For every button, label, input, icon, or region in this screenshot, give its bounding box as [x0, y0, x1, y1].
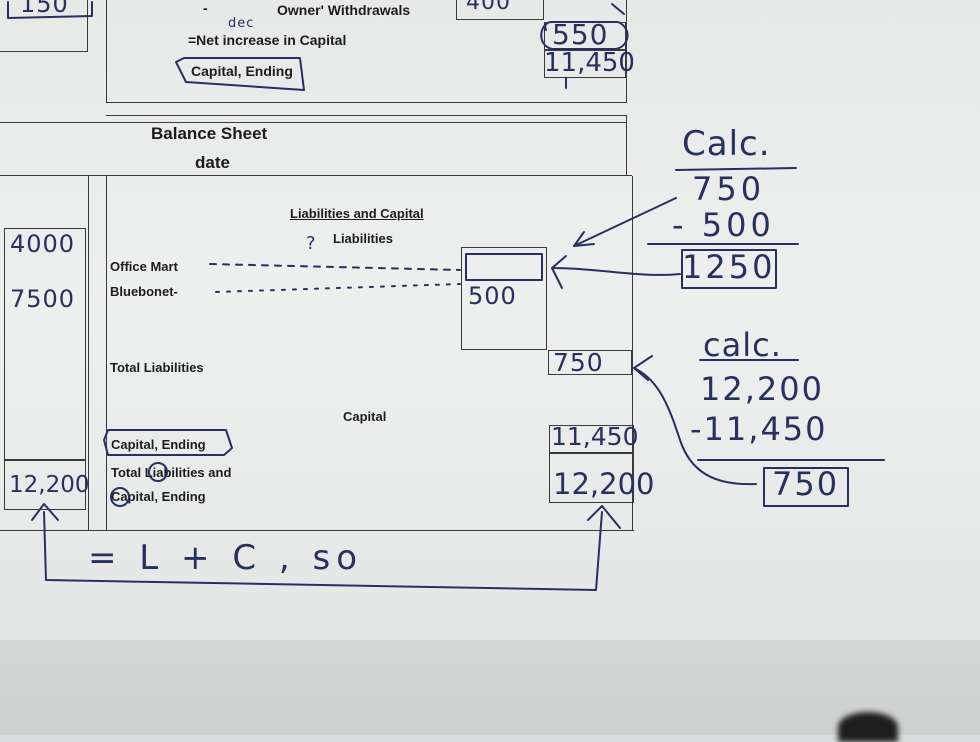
- bs-header-top-rule: [0, 122, 627, 123]
- bs-bottom-rule: [0, 530, 634, 531]
- calc2-value-a: 12,200: [700, 370, 824, 408]
- capital-ending-label-top: Capital, Ending: [191, 63, 293, 79]
- hand-total-assets: 12,200: [9, 472, 90, 498]
- bs-header-right-edge: [626, 115, 627, 175]
- calc2-title: calc.: [703, 326, 782, 364]
- hand-equation: = L + C , so: [88, 538, 364, 578]
- liabilities-heading: Liabilities: [333, 231, 393, 246]
- bluebonet-label: Bluebonet-: [110, 284, 178, 299]
- total-liabilities-box: [548, 350, 632, 375]
- calc1-value-a: 750: [692, 170, 766, 208]
- hand-net-increase-value: 550: [552, 18, 609, 51]
- calc1-title: Calc.: [682, 124, 771, 164]
- capital-heading: Capital: [343, 409, 387, 424]
- hand-top-left-value: 150: [20, 0, 69, 18]
- office-mart-label: Office Mart: [110, 259, 178, 274]
- liabilities-detail-box: [461, 247, 547, 350]
- owners-withdrawals-label: Owner' Withdrawals: [277, 2, 411, 18]
- hand-total-liab-capital: 12,200: [553, 467, 655, 501]
- capital-ending-label-bs: Capital, Ending: [111, 437, 206, 452]
- desk-surface: [0, 640, 980, 735]
- balance-sheet-title: Balance Sheet: [151, 124, 268, 143]
- hand-total-liabilities-value: 750: [553, 348, 604, 377]
- balance-sheet-date: date: [195, 153, 230, 172]
- hand-capital-ending-value: 11,450: [544, 48, 635, 78]
- hand-withdrawals-value: 400: [466, 0, 511, 15]
- hand-scribble-dec: dec: [228, 16, 255, 31]
- asset-amount-column: [4, 228, 86, 460]
- capital-ending-amount-box: [544, 50, 626, 78]
- calc1-value-b: - 500: [672, 206, 775, 244]
- bs-header-top-stub: [106, 115, 627, 116]
- top-left-box: [0, 0, 88, 52]
- dash-mark: -: [203, 0, 208, 16]
- calc2-result: 750: [772, 465, 840, 503]
- asset-column-right: [106, 176, 107, 531]
- bs-header-bottom-rule: [0, 175, 632, 176]
- total-liabilities-label: Total Liabilities: [110, 360, 204, 375]
- top-divider: [106, 0, 107, 103]
- bs-right-edge: [632, 176, 633, 531]
- liab-capital-heading: Liabilities and Capital: [290, 206, 424, 221]
- hand-asset-value-1: 4000: [10, 230, 76, 258]
- calc1-result: 1250: [682, 248, 776, 286]
- net-increase-label: =Net increase in Capital: [188, 32, 347, 48]
- hand-shadow: [838, 712, 898, 742]
- hand-bluebonet-value: 500: [468, 282, 517, 310]
- hand-question-mark: ?: [306, 233, 317, 254]
- calc2-value-b: -11,450: [690, 410, 828, 448]
- top-right-edge: [626, 0, 627, 103]
- total-liab-capital-label-1: Total Liabilities and: [111, 465, 232, 480]
- withdrawals-amount-box: [456, 0, 544, 20]
- top-bottom-rule: [106, 102, 627, 103]
- total-liab-capital-label-2: Capital, Ending: [111, 489, 206, 504]
- asset-column-left: [88, 176, 89, 531]
- hand-capital-ending-bs: 11,450: [551, 422, 639, 451]
- hand-asset-value-2: 7500: [10, 285, 76, 313]
